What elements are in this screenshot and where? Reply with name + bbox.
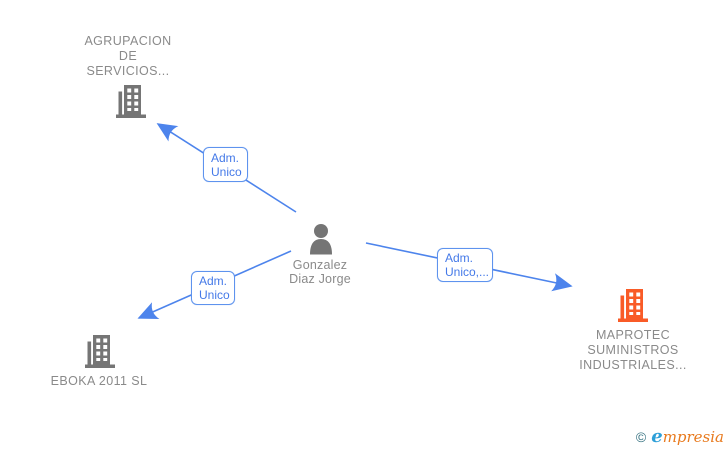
node-label-maprotec[interactable]: MAPROTEC SUMINISTROS INDUSTRIALES... (551, 328, 715, 373)
edge-label-line: Unico,... (445, 265, 490, 279)
edge-label-adm-unico-agrupacion[interactable]: Adm. Unico (203, 147, 248, 182)
company-name-line: DE (118, 49, 138, 63)
edge-label-line: Adm. (445, 251, 474, 265)
copyright-icon: © (635, 429, 647, 445)
node-eboka[interactable] (85, 335, 115, 373)
node-label-person[interactable]: Gonzalez Diaz Jorge (250, 258, 390, 286)
building-icon (116, 85, 146, 122)
company-name-line: INDUSTRIALES... (579, 358, 687, 372)
company-name-line: EBOKA 2011 SL (50, 374, 148, 388)
company-name-line: SUMINISTROS (587, 343, 679, 357)
node-person[interactable] (304, 223, 338, 261)
edge-label-line: Adm. (211, 150, 240, 165)
company-name-line: AGRUPACION (84, 34, 172, 48)
company-name-line: SERVICIOS... (86, 64, 170, 78)
building-icon (85, 335, 115, 372)
edge-label-line: Unico (199, 288, 230, 302)
empresia-logo: © empresia (636, 426, 724, 447)
brand-initial: e (651, 426, 663, 447)
edge-label-line: Unico (211, 164, 242, 179)
person-name-line: Gonzalez (292, 258, 348, 272)
building-icon (618, 289, 648, 326)
person-name-line: Diaz Jorge (289, 272, 351, 286)
edge-label-line: Adm. (199, 274, 228, 288)
edge-label-adm-unico-maprotec[interactable]: Adm. Unico,... (437, 248, 493, 282)
node-label-agrupacion[interactable]: AGRUPACION DE SERVICIOS... (48, 34, 208, 79)
node-agrupacion[interactable] (116, 85, 146, 123)
node-maprotec[interactable] (618, 289, 648, 327)
node-label-eboka[interactable]: EBOKA 2011 SL (29, 374, 169, 389)
edge-label-adm-unico-eboka[interactable]: Adm. Unico (191, 271, 235, 305)
company-name-line: MAPROTEC (595, 328, 671, 342)
brand-name: mpresia (662, 428, 724, 446)
